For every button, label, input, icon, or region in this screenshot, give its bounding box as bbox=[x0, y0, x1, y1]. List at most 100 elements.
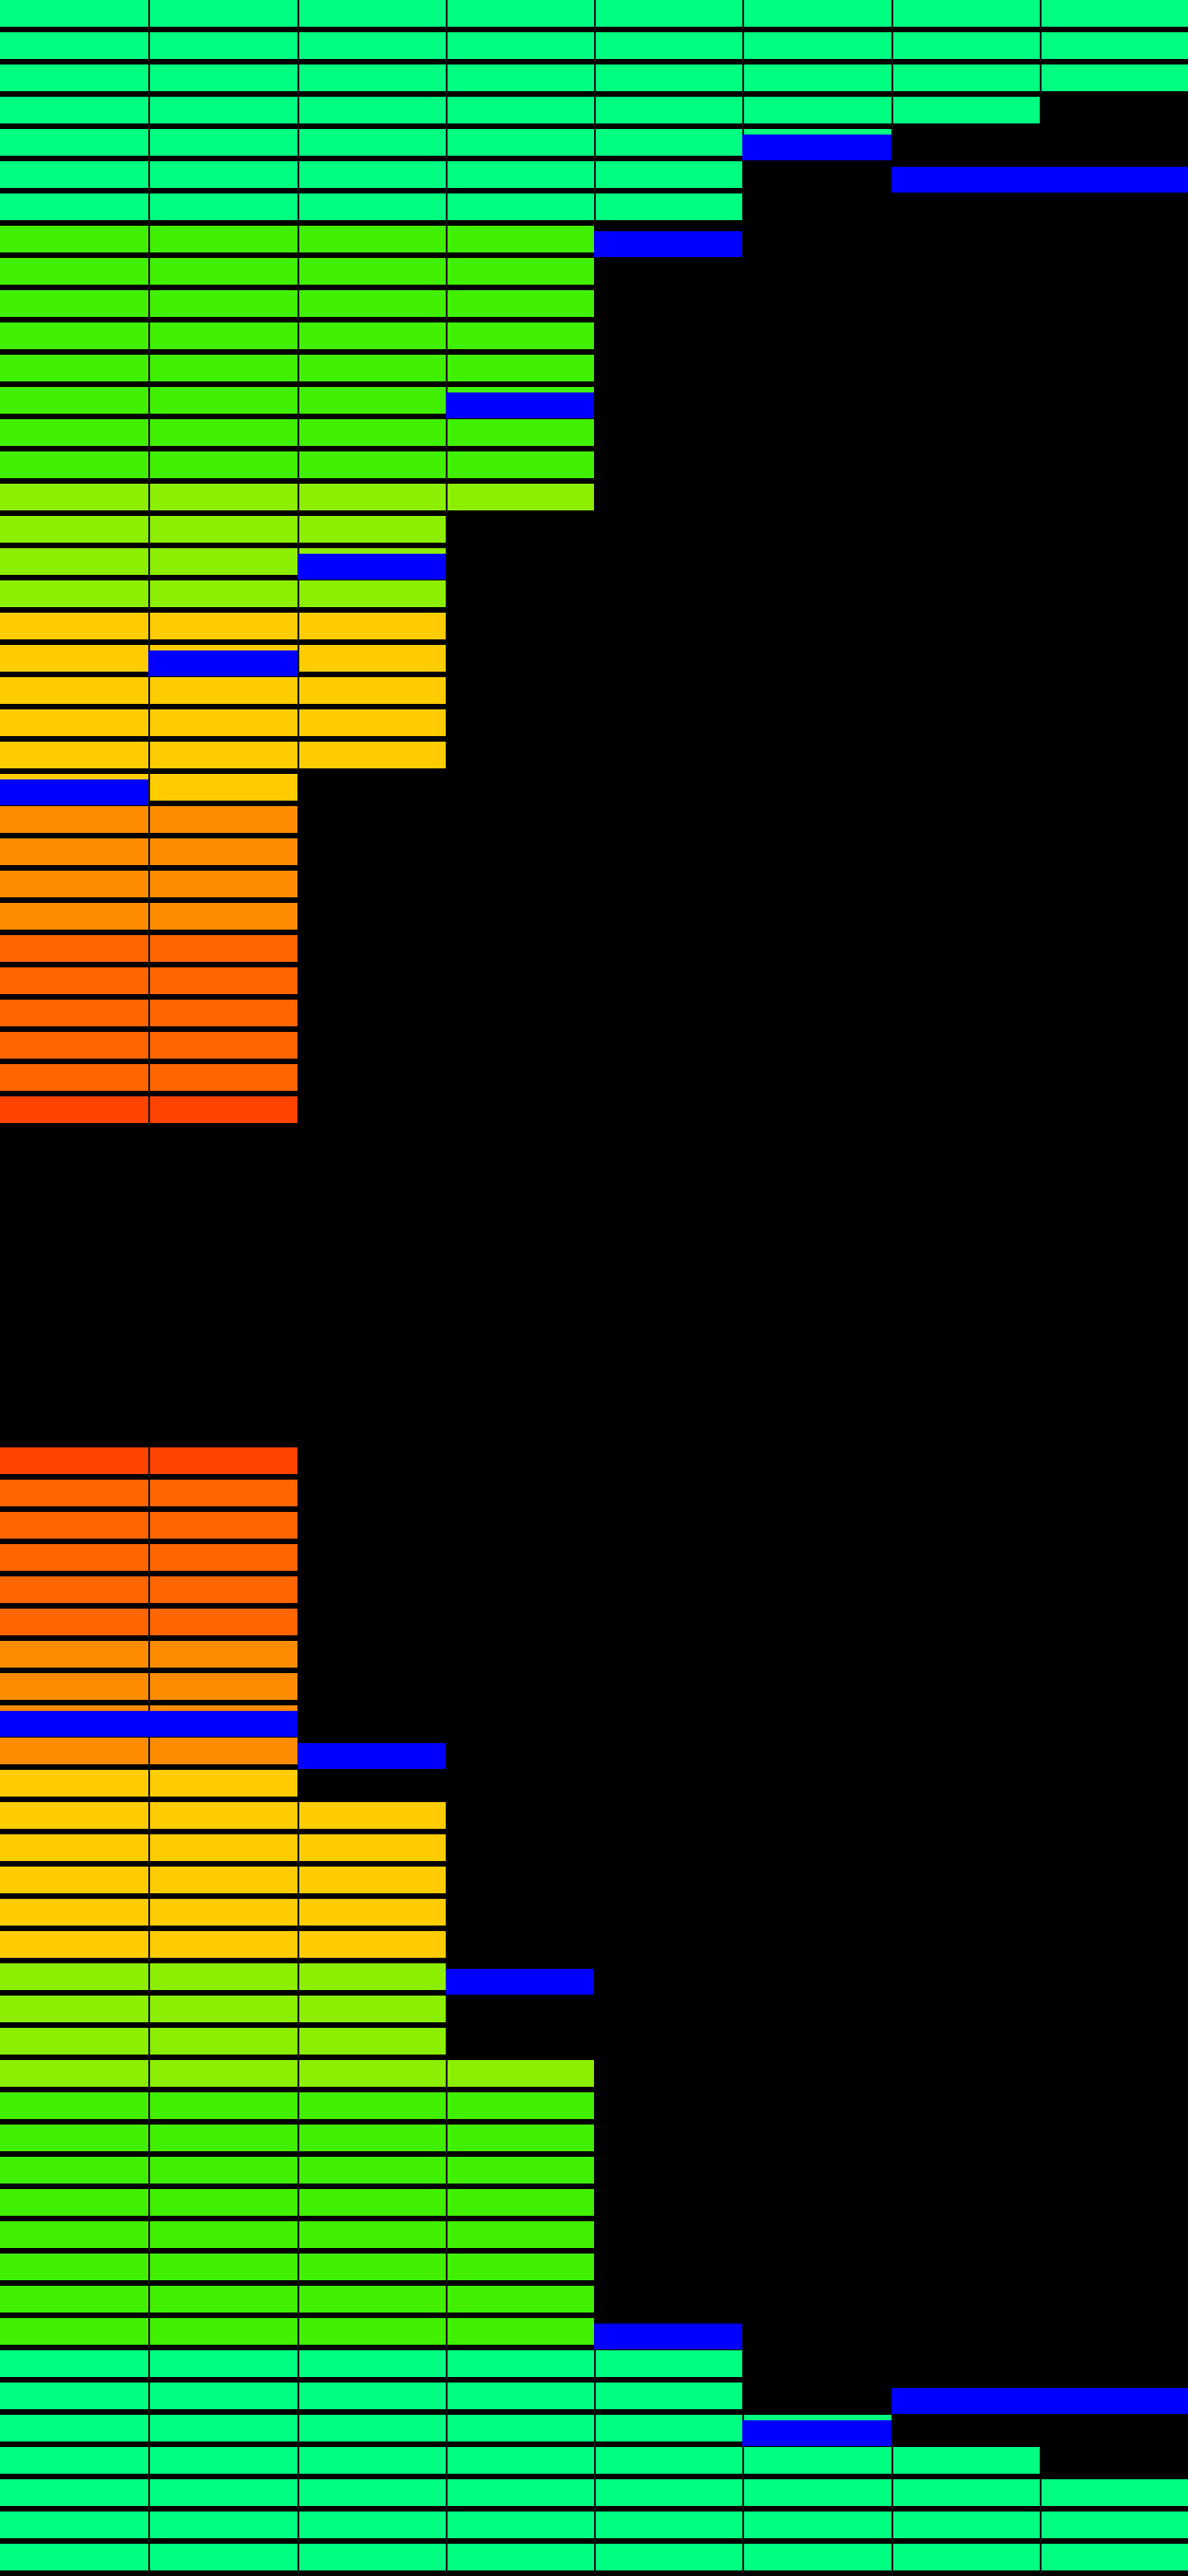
level-segment bbox=[148, 2350, 297, 2383]
peak-marker bbox=[445, 392, 594, 418]
level-segment bbox=[148, 2479, 297, 2512]
level-segment bbox=[0, 2189, 149, 2221]
level-segment bbox=[148, 2157, 297, 2189]
level-segment bbox=[0, 2512, 149, 2544]
level-segment bbox=[297, 0, 446, 32]
peak-marker bbox=[742, 135, 891, 160]
level-segment bbox=[148, 516, 297, 548]
level-segment bbox=[891, 32, 1040, 64]
level-segment bbox=[0, 1834, 149, 1867]
level-segment bbox=[594, 2512, 743, 2544]
level-segment bbox=[297, 2125, 446, 2157]
level-segment bbox=[297, 355, 446, 387]
level-segment bbox=[445, 129, 594, 161]
level-segment bbox=[0, 645, 149, 677]
level-segment bbox=[148, 613, 297, 645]
level-segment bbox=[148, 1641, 297, 1673]
level-segment bbox=[891, 0, 1040, 32]
level-segment bbox=[148, 1963, 297, 1996]
level-segment bbox=[0, 1609, 149, 1641]
level-segment bbox=[148, 774, 297, 806]
level-segment bbox=[0, 2447, 149, 2479]
level-segment bbox=[148, 451, 297, 484]
level-segment bbox=[148, 548, 297, 580]
level-segment bbox=[445, 2286, 594, 2318]
level-segment bbox=[1039, 2512, 1188, 2544]
level-segment bbox=[148, 677, 297, 709]
level-segment bbox=[0, 2125, 149, 2157]
level-segment bbox=[148, 290, 297, 322]
level-segment bbox=[0, 2157, 149, 2189]
level-segment bbox=[297, 161, 446, 193]
level-segment bbox=[594, 64, 743, 97]
peak-marker bbox=[445, 1969, 594, 1995]
level-segment bbox=[445, 2479, 594, 2512]
level-segment bbox=[297, 2544, 446, 2576]
level-segment bbox=[297, 2383, 446, 2415]
level-segment bbox=[0, 2544, 149, 2576]
level-segment bbox=[0, 2286, 149, 2318]
level-segment bbox=[148, 1512, 297, 1544]
level-segment bbox=[0, 226, 149, 258]
level-segment bbox=[1039, 0, 1188, 32]
peak-marker bbox=[0, 1711, 149, 1737]
level-segment bbox=[0, 129, 149, 161]
level-segment bbox=[148, 129, 297, 161]
level-segment bbox=[148, 1996, 297, 2028]
level-segment bbox=[297, 32, 446, 64]
level-segment bbox=[0, 1447, 149, 1480]
level-segment bbox=[148, 2447, 297, 2479]
level-segment bbox=[148, 258, 297, 290]
level-segment bbox=[0, 1770, 149, 1802]
level-segment bbox=[445, 2157, 594, 2189]
level-segment bbox=[445, 0, 594, 32]
level-segment bbox=[445, 2125, 594, 2157]
level-segment bbox=[891, 64, 1040, 97]
level-segment bbox=[148, 32, 297, 64]
level-segment bbox=[148, 2221, 297, 2254]
level-segment bbox=[0, 1963, 149, 1996]
level-segment bbox=[297, 2157, 446, 2189]
level-segment bbox=[148, 1738, 297, 1770]
level-segment bbox=[148, 226, 297, 258]
level-segment bbox=[297, 1931, 446, 1963]
level-segment bbox=[148, 1544, 297, 1576]
peak-marker bbox=[742, 2420, 891, 2446]
level-segment bbox=[297, 226, 446, 258]
level-segment bbox=[297, 258, 446, 290]
level-segment bbox=[297, 290, 446, 322]
level-segment bbox=[0, 1867, 149, 1899]
level-segment bbox=[0, 548, 149, 580]
level-segment bbox=[148, 64, 297, 97]
level-segment bbox=[445, 226, 594, 258]
level-segment bbox=[742, 2447, 891, 2479]
level-segment bbox=[445, 2221, 594, 2254]
level-segment bbox=[1039, 64, 1188, 97]
level-segment bbox=[148, 355, 297, 387]
level-segment bbox=[1039, 2479, 1188, 2512]
level-segment bbox=[297, 1802, 446, 1834]
level-segment bbox=[0, 2350, 149, 2383]
level-segment bbox=[297, 613, 446, 645]
level-segment bbox=[297, 451, 446, 484]
level-segment bbox=[891, 2447, 1040, 2479]
level-segment bbox=[742, 2512, 891, 2544]
level-segment bbox=[594, 2350, 743, 2383]
level-segment bbox=[594, 97, 743, 129]
peak-marker bbox=[891, 167, 1040, 193]
level-segment bbox=[0, 1899, 149, 1931]
level-segment bbox=[0, 1738, 149, 1770]
level-segment bbox=[148, 1096, 297, 1129]
level-segment bbox=[297, 2512, 446, 2544]
level-segment bbox=[594, 161, 743, 193]
level-segment bbox=[148, 1802, 297, 1834]
level-segment bbox=[148, 161, 297, 193]
level-segment bbox=[148, 806, 297, 838]
level-segment bbox=[445, 2512, 594, 2544]
level-segment bbox=[0, 1032, 149, 1064]
peak-marker bbox=[1039, 2388, 1188, 2414]
level-segment bbox=[0, 1641, 149, 1673]
level-segment bbox=[0, 1480, 149, 1512]
level-segment bbox=[0, 2092, 149, 2125]
level-segment bbox=[297, 1963, 446, 1996]
